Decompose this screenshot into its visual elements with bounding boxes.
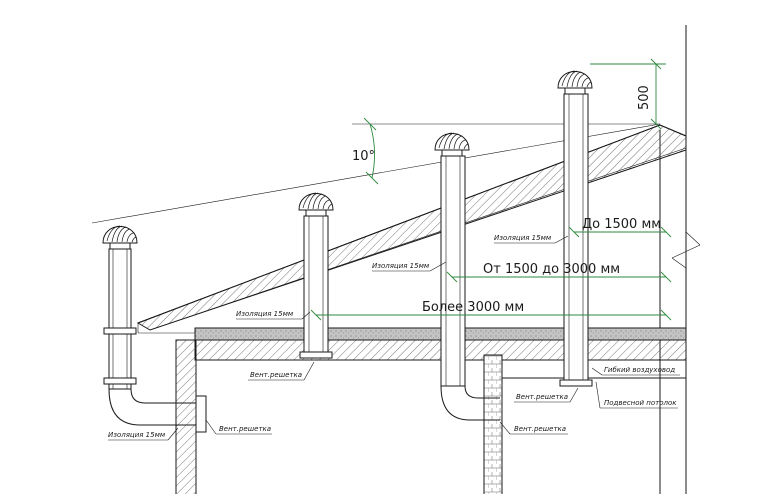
- note-insulation-2: Изоляция 15мм: [372, 261, 447, 272]
- dim-500-label: 500: [637, 85, 652, 110]
- svg-text:Изоляция 15мм: Изоляция 15мм: [236, 310, 294, 318]
- svg-text:Вент.решетка: Вент.решетка: [250, 371, 302, 379]
- floor-slab: [175, 327, 687, 494]
- note-suspended-ceiling: Подвесной потолок: [595, 381, 678, 409]
- note-insulation-4: Изоляция 15мм: [108, 427, 179, 441]
- svg-text:Вент.решетка: Вент.решетка: [219, 425, 271, 433]
- dim-1500-3000: От 1500 до 3000 мм: [446, 262, 672, 283]
- dim-up-to-1500: До 1500 мм: [568, 217, 672, 238]
- svg-text:Подвесной потолок: Подвесной потолок: [604, 399, 677, 407]
- note-vent-grille-3: Вент.решетка: [514, 387, 579, 403]
- dim-1500-3000-label: От 1500 до 3000 мм: [483, 262, 620, 277]
- pipe-3: [434, 132, 500, 421]
- right-wall: [659, 25, 701, 494]
- note-insulation-3: Изоляция 15мм: [494, 234, 569, 244]
- pipe-2: [298, 192, 334, 359]
- svg-text:Изоляция 15мм: Изоляция 15мм: [494, 234, 552, 242]
- svg-text:Вент.решетка: Вент.решетка: [516, 393, 568, 401]
- note-vent-grille-2: Вент.решетка: [205, 419, 272, 435]
- svg-text:Вент.решетка: Вент.решетка: [514, 425, 566, 433]
- dim-up-to-1500-label: До 1500 мм: [582, 217, 661, 232]
- svg-text:Гибкий воздуховод: Гибкий воздуховод: [604, 366, 675, 374]
- dim-over-3000: Более 3000 мм: [310, 300, 672, 321]
- angle-label: 10°: [352, 149, 375, 164]
- note-flexible-duct: Гибкий воздуховод: [591, 366, 680, 376]
- pipe-left: [102, 225, 207, 433]
- dim-500: 500: [590, 58, 666, 130]
- note-vent-grille-4: Вент.решетка: [499, 421, 568, 435]
- pipe-4: [557, 70, 593, 387]
- dim-over-3000-label: Более 3000 мм: [422, 300, 524, 315]
- svg-text:Изоляция 15мм: Изоляция 15мм: [372, 262, 430, 270]
- note-insulation-1: Изоляция 15мм: [236, 310, 311, 320]
- note-vent-grille-1: Вент.решетка: [248, 361, 315, 381]
- svg-text:Изоляция 15мм: Изоляция 15мм: [108, 431, 166, 439]
